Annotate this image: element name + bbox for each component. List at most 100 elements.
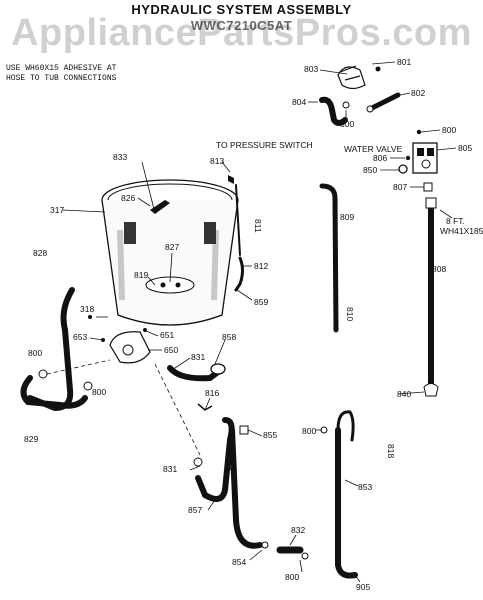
fitting-855 xyxy=(239,425,249,435)
part-label-905: 905 xyxy=(356,582,370,592)
part-label-826: 826 xyxy=(121,193,135,203)
drain-hose-853 xyxy=(335,427,358,579)
hose-part-label: WH41X185 xyxy=(440,226,483,236)
clamp-800-lower xyxy=(83,381,93,391)
sump-hole xyxy=(175,282,181,288)
part-label-858: 858 xyxy=(222,332,236,342)
inlet-hose-group xyxy=(319,65,401,126)
part-label-812: 812 xyxy=(254,261,268,271)
part-label-827: 827 xyxy=(165,242,179,252)
part-label-855: 855 xyxy=(263,430,277,440)
diagram-subtitle: WWC7210C5AT xyxy=(190,18,293,33)
pump-group xyxy=(88,315,151,364)
pressure-tube-811 xyxy=(235,184,241,256)
clamp-800-valve xyxy=(416,129,422,135)
dashed-connection xyxy=(46,359,111,375)
part-label-833: 833 xyxy=(113,152,127,162)
hose-829 xyxy=(20,375,88,409)
hose-854 xyxy=(229,427,263,549)
part-label-850: 850 xyxy=(363,165,377,175)
screw-806 xyxy=(405,155,411,161)
tube-812 xyxy=(234,256,244,292)
part-label-808: 808 xyxy=(432,264,446,274)
part-label-801: 801 xyxy=(397,57,411,67)
part-label-804: 804 xyxy=(292,97,306,107)
screw-801 xyxy=(375,66,381,72)
clamp-831 xyxy=(193,457,203,467)
adhesive-note-line2: HOSE TO TUB CONNECTIONS xyxy=(6,74,117,83)
part-label-803: 803 xyxy=(304,64,318,74)
part-label-317: 317 xyxy=(50,205,64,215)
part-label-816: 816 xyxy=(205,388,219,398)
water-valve-group xyxy=(398,129,438,192)
part-label-831-upper: 831 xyxy=(191,352,205,362)
part-label-800-top: 800 xyxy=(340,119,354,129)
part-label-800-mid: 800 xyxy=(92,387,106,397)
part-label-805: 805 xyxy=(458,143,472,153)
dashed-connection xyxy=(154,363,201,456)
hose-858-end xyxy=(210,363,226,375)
part-label-832: 832 xyxy=(291,525,305,535)
part-label-811: 811 xyxy=(253,219,263,233)
part-318 xyxy=(88,315,92,319)
ring-802 xyxy=(366,105,374,113)
part-label-653: 653 xyxy=(73,332,87,342)
hose-coupling-840 xyxy=(423,383,439,397)
sump-hole xyxy=(160,282,166,288)
hose-858 xyxy=(167,365,221,382)
part-label-806: 806 xyxy=(373,153,387,163)
part-label-857: 857 xyxy=(188,505,202,515)
water-valve-label: WATER VALVE xyxy=(344,144,403,154)
part-label-813: 813 xyxy=(210,156,224,166)
part-label-828: 828 xyxy=(33,248,47,258)
clamp-800-854 xyxy=(261,541,269,549)
part-label-651: 651 xyxy=(160,330,174,340)
washer-850 xyxy=(398,164,408,174)
tube-802 xyxy=(369,92,401,111)
drain-hook-818 xyxy=(336,410,355,442)
water-valve-body xyxy=(412,142,438,174)
adhesive-note: USE WH60X15 ADHESIVE AT HOSE TO TUB CONN… xyxy=(6,64,116,84)
part-label-650: 650 xyxy=(164,345,178,355)
hose-857 xyxy=(195,417,235,502)
part-label-819: 819 xyxy=(134,270,148,280)
clamp-800-832 xyxy=(301,552,309,560)
pump-port xyxy=(122,344,134,356)
part-label-818: 818 xyxy=(386,444,396,458)
to-pressure-switch-label: TO PRESSURE SWITCH xyxy=(216,140,313,150)
fill-hose-808 xyxy=(423,197,439,397)
part-label-807: 807 xyxy=(393,182,407,192)
inlet-spout xyxy=(150,200,170,214)
valve-screen-807 xyxy=(423,182,433,192)
part-label-318: 318 xyxy=(80,304,94,314)
clamp-800 xyxy=(342,101,350,109)
tube-809-810 xyxy=(319,183,339,333)
part-label-800-drain: 800 xyxy=(302,426,316,436)
adhesive-note-line1: USE WH60X15 ADHESIVE AT xyxy=(6,64,117,73)
tub-bracket-right xyxy=(204,222,216,244)
part-label-859: 859 xyxy=(254,297,268,307)
part-label-802: 802 xyxy=(411,88,425,98)
hose-length-label: 8 FT. xyxy=(446,216,465,226)
part-label-829: 829 xyxy=(24,434,38,444)
part-label-179: 179 xyxy=(228,457,238,471)
watermark-text: AppliancePartsPros.com xyxy=(11,12,472,54)
part-label-800-bottom: 800 xyxy=(285,572,299,582)
part-label-800-left: 800 xyxy=(28,348,42,358)
part-label-800-valve: 800 xyxy=(442,125,456,135)
hose-804 xyxy=(319,96,348,126)
hose-803-detail xyxy=(339,65,361,81)
tub-bottom xyxy=(117,314,223,326)
valve-coil xyxy=(417,148,424,156)
part-label-809: 809 xyxy=(340,212,354,222)
clamp-800-left xyxy=(38,369,48,379)
part-label-810: 810 xyxy=(345,307,355,321)
hose-coupling-top xyxy=(425,197,437,209)
leader-lines xyxy=(61,61,457,583)
valve-coil xyxy=(427,148,434,156)
valve-outlet xyxy=(421,159,431,169)
part-label-854: 854 xyxy=(232,557,246,567)
part-label-831-lower: 831 xyxy=(163,464,177,474)
tub-bracket-left xyxy=(124,222,136,244)
